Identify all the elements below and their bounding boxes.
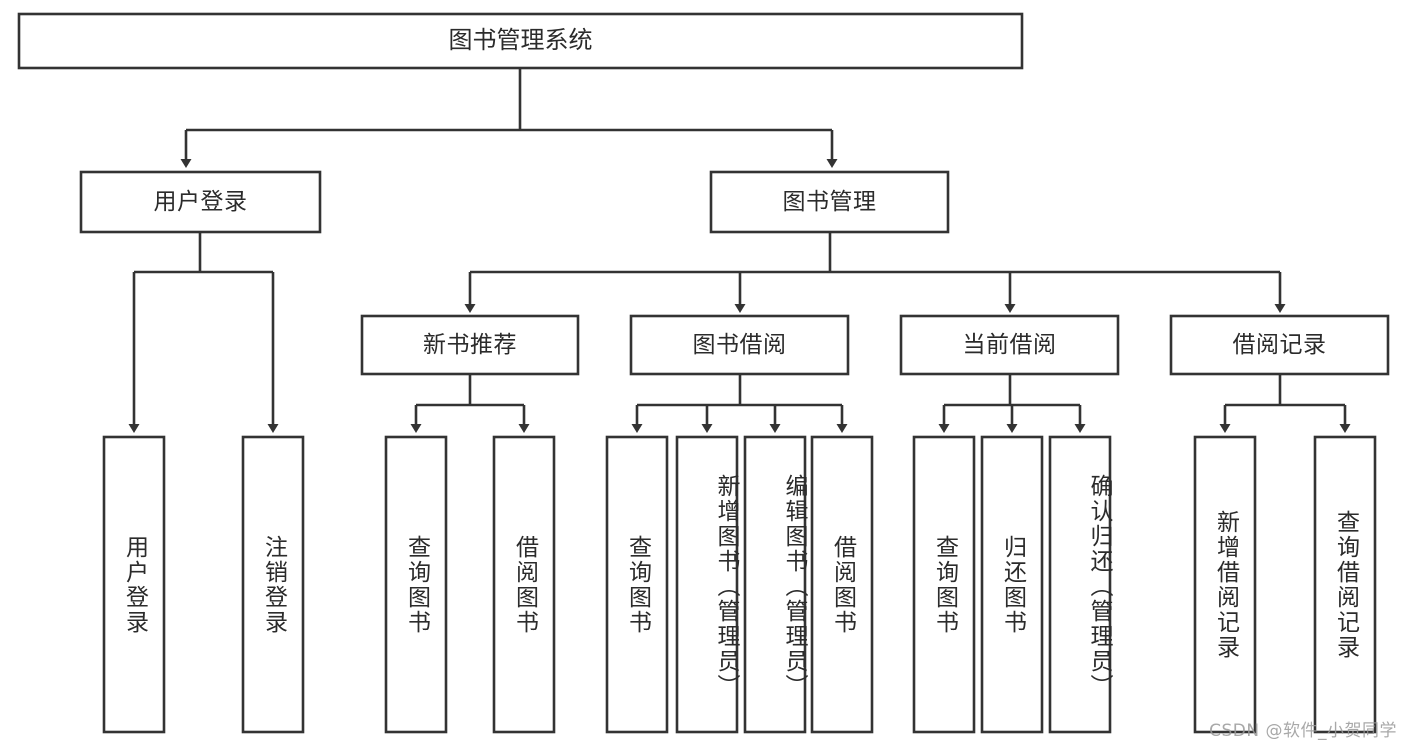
node-leaf-query-book-3-box[interactable] — [912, 435, 976, 734]
connector-currentborrow-to-leaves — [938, 374, 1086, 433]
node-leaf-query-book-2-box[interactable] — [605, 435, 669, 734]
node-root-box[interactable] — [17, 12, 1024, 70]
node-leaf-add-book-admin-box[interactable] — [675, 435, 739, 734]
node-leaf-add-borrow-record-box[interactable] — [1193, 435, 1257, 734]
watermark-text: CSDN @软件_小贺同学 — [1209, 721, 1397, 741]
node-borrow-record-box[interactable] — [1169, 314, 1390, 376]
node-leaf-edit-book-admin-box[interactable] — [743, 435, 807, 734]
connector-bookmgmt-to-level3 — [464, 232, 1286, 313]
node-leaf-borrow-book-2-box[interactable] — [810, 435, 874, 734]
node-current-borrow-box[interactable] — [899, 314, 1120, 376]
connector-bookborrow-to-leaves — [631, 374, 848, 433]
node-new-book-recommend-box[interactable] — [360, 314, 580, 376]
node-leaf-return-book-box[interactable] — [980, 435, 1044, 734]
node-leaf-borrow-book-1-box[interactable] — [492, 435, 556, 734]
node-leaf-query-borrow-record-box[interactable] — [1313, 435, 1377, 734]
connector-userlogin-to-leaves — [128, 232, 279, 433]
node-leaf-confirm-return-admin-box[interactable] — [1048, 435, 1112, 734]
connector-root-to-level2 — [180, 68, 838, 168]
node-user-login-box[interactable] — [79, 170, 322, 234]
node-leaf-logout-login-box[interactable] — [241, 435, 305, 734]
connector-borrowrecord-to-leaves — [1219, 374, 1351, 433]
node-leaf-query-book-1-box[interactable] — [384, 435, 448, 734]
node-leaf-user-login-box[interactable] — [102, 435, 166, 734]
node-book-borrow-box[interactable] — [629, 314, 850, 376]
connector-newbook-to-leaves — [410, 374, 530, 433]
node-book-management-box[interactable] — [709, 170, 950, 234]
